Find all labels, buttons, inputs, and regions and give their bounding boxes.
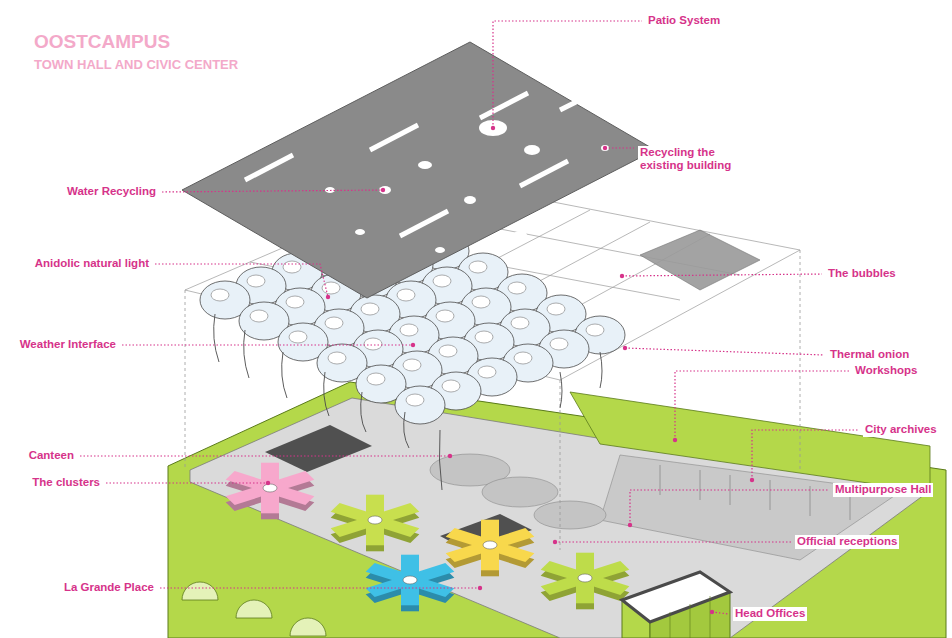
callout-label: Recycling the existing building <box>638 146 746 172</box>
callout-label: The clusters <box>30 476 102 489</box>
callout-label: Weather Interface <box>18 338 118 351</box>
callout-label: Thermal onion <box>828 348 911 361</box>
subtitle: TOWN HALL AND CIVIC CENTER <box>32 58 240 73</box>
callout-label: Canteen <box>27 449 76 462</box>
callout-label: Patio System <box>646 14 722 27</box>
title: OOSTCAMPUS <box>32 31 172 53</box>
callout-label: Water Recycling <box>65 185 158 198</box>
callout-label: City archives <box>863 423 939 436</box>
callout-label: Anidolic natural light <box>33 257 151 270</box>
callout-label: Official receptions <box>795 535 899 548</box>
callout-label: Head Offices <box>733 607 807 620</box>
callout-label: La Grande Place <box>62 581 156 594</box>
callout-label: Workshops <box>853 364 919 377</box>
callout-label: Multipurpose Hall <box>833 483 933 496</box>
callout-label: The bubbles <box>826 267 898 280</box>
